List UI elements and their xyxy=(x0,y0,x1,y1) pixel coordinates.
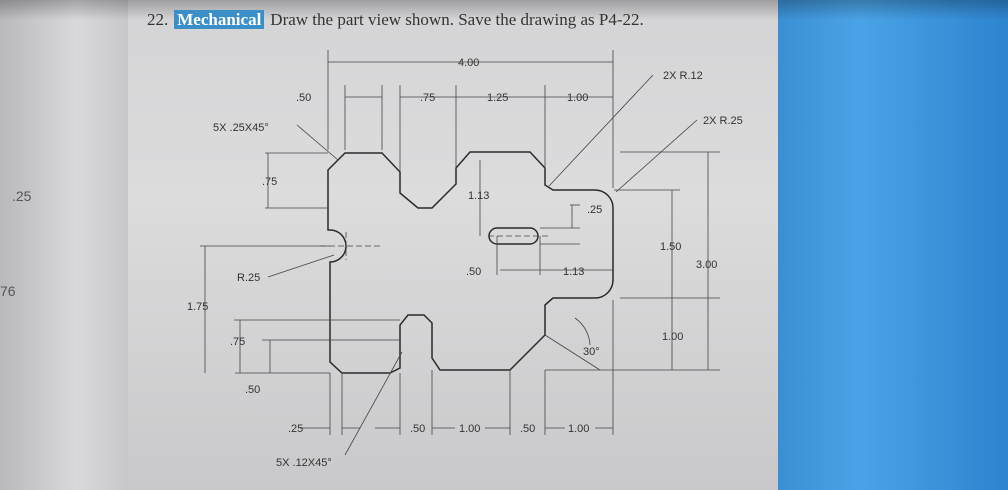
dimension-text: 4.00 .50 .75 1.25 1.00 5X .25X45° 2X R.1… xyxy=(187,57,743,469)
blue-page-edge xyxy=(778,0,1008,490)
dim-height-300: 3.00 xyxy=(696,259,717,271)
exercise-instruction: Draw the part view shown. Save the drawi… xyxy=(270,10,644,29)
dim-chamfer-bottom: 5X .12X45° xyxy=(276,457,332,469)
dim-left-75: .75 xyxy=(262,176,277,188)
dim-left-75-lower: .75 xyxy=(230,336,245,348)
dim-top-50: .50 xyxy=(296,92,311,104)
exercise-number: 22. xyxy=(147,10,169,29)
dim-radius-25: 2X R.25 xyxy=(703,115,743,127)
dim-bottom-100b: 1.00 xyxy=(568,423,589,435)
main-page xyxy=(128,0,778,490)
dim-bottom-25: .25 xyxy=(288,423,303,435)
dim-slot-113-horizontal: 1.13 xyxy=(563,266,584,278)
dim-chamfer-top: 5X .25X45° xyxy=(213,122,269,134)
left-margin-dim-2: 76 xyxy=(0,283,16,299)
dim-slot-113-vertical: 1.13 xyxy=(468,190,489,202)
dim-bottom-100: 1.00 xyxy=(459,423,480,435)
dim-top-125: 1.25 xyxy=(487,92,508,104)
dim-height-150: 1.50 xyxy=(660,241,681,253)
dim-top-75: .75 xyxy=(420,92,435,104)
dim-slot-25: .25 xyxy=(587,204,602,216)
dim-left-50: .50 xyxy=(245,384,260,396)
left-margin-dim-1: .25 xyxy=(12,188,32,204)
left-page xyxy=(0,0,128,490)
dim-right-100: 1.00 xyxy=(662,331,683,343)
dimension-lines xyxy=(200,50,720,456)
dim-angle-30: 30° xyxy=(583,346,600,358)
dim-bottom-50b: .50 xyxy=(520,423,535,435)
dim-overall-width: 4.00 xyxy=(458,57,479,69)
dim-r25: R.25 xyxy=(237,272,260,284)
dim-top-100: 1.00 xyxy=(567,92,588,104)
dim-slot-50: .50 xyxy=(466,266,481,278)
part-outline xyxy=(327,151,614,374)
exercise-header: 22. Mechanical Draw the part view shown. S… xyxy=(147,10,644,30)
exercise-category: Mechanical xyxy=(174,10,265,29)
dim-bottom-50: .50 xyxy=(410,423,425,435)
dim-radius-12: 2X R.12 xyxy=(663,70,703,82)
dim-left-175: 1.75 xyxy=(187,301,208,313)
